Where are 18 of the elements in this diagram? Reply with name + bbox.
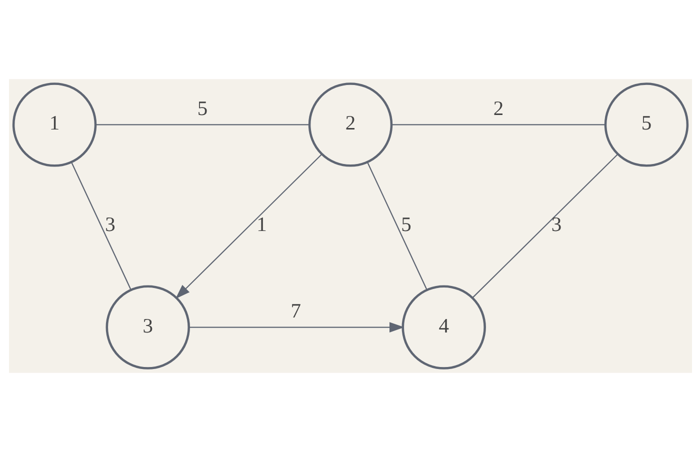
edge-label: 7 [290, 300, 300, 322]
edge-label: 3 [104, 214, 115, 236]
node-circle: 5 [604, 82, 688, 166]
connector [472, 153, 618, 298]
arrow [188, 322, 404, 332]
connector [391, 124, 605, 125]
edge-label: 5 [196, 97, 208, 120]
edge-label: 3 [550, 214, 562, 236]
node-circle: 2 [308, 82, 392, 166]
edge-label: 1 [256, 214, 266, 236]
edge-label: 2 [492, 97, 504, 120]
connector [366, 161, 427, 290]
arrow [174, 153, 322, 298]
node-circle: 4 [401, 284, 486, 369]
connector [70, 161, 131, 290]
edge-label: 5 [400, 214, 411, 236]
connector [95, 124, 309, 125]
node-circle: 1 [12, 82, 96, 166]
